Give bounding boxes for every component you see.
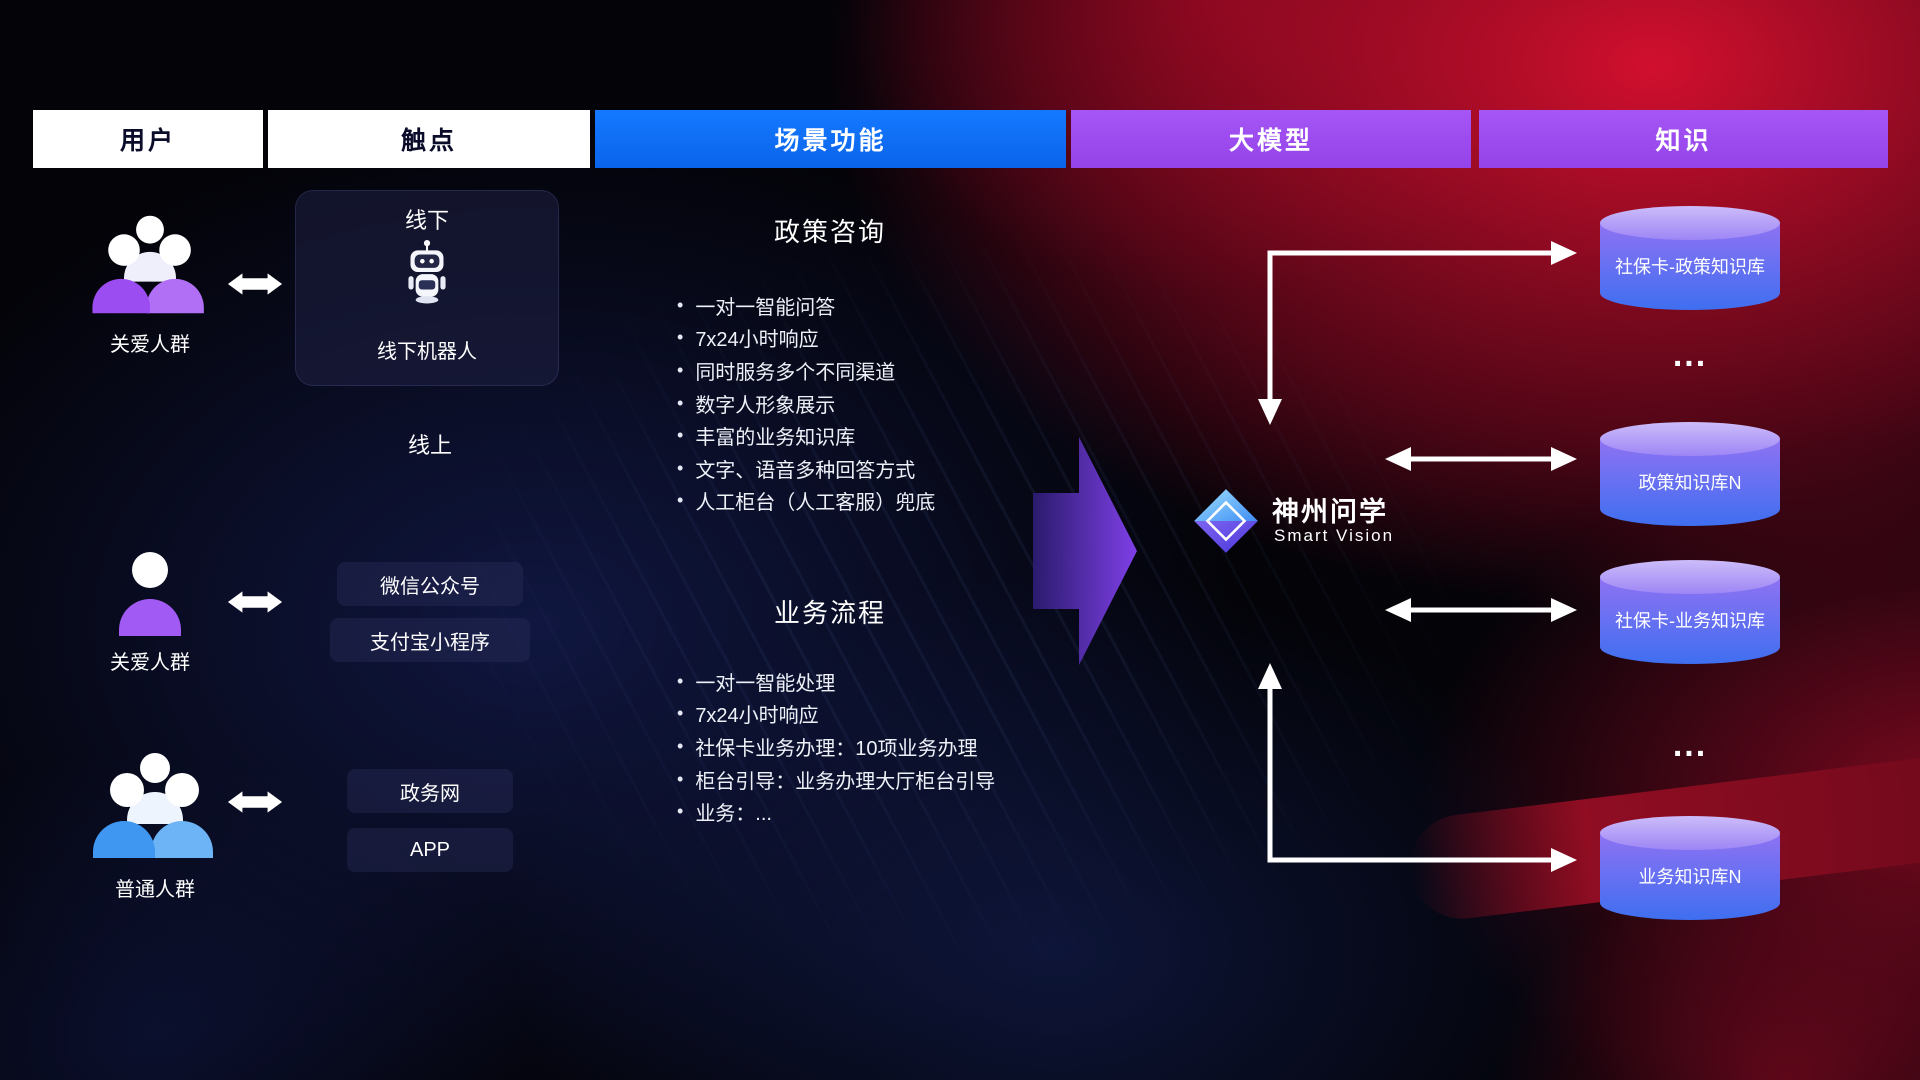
scenario-policy-title: 政策咨询 — [773, 217, 886, 247]
scenario-policy-list: 一对一智能问答 7x24小时响应 同时服务多个不同渠道 数字人形象展示 丰富的业… — [677, 289, 935, 517]
header-knowledge-label: 知识 — [1655, 127, 1712, 155]
knowledge-db-label: 业务知识库N — [1638, 866, 1742, 887]
model-name: 神州问学 — [1272, 497, 1388, 527]
logo-diamond-icon — [1194, 489, 1258, 553]
user-care-group-2: 关爱人群 — [85, 546, 215, 675]
arrow-to-business-db-n — [1258, 663, 1577, 872]
database-cylinder-icon — [1600, 206, 1780, 310]
user-general-group: 普通人群 — [80, 745, 230, 902]
channel-wechat: 微信公众号 — [337, 562, 523, 606]
header-users-label: 用户 — [119, 127, 176, 155]
list-item: 数字人形象展示 — [677, 387, 935, 420]
user-label: 关爱人群 — [110, 652, 190, 674]
user-label: 关爱人群 — [110, 334, 190, 356]
header-users: 用户 — [33, 110, 263, 168]
knowledge-db-business-1: 社保卡-业务知识库 — [1600, 560, 1780, 664]
channel-label: 支付宝小程序 — [370, 631, 490, 654]
list-item: 社保卡业务办理：10项业务办理 — [677, 730, 995, 763]
list-item: 丰富的业务知识库 — [677, 419, 935, 452]
scenario-business-list: 一对一智能处理 7x24小时响应 社保卡业务办理：10项业务办理 柜台引导：业务… — [677, 665, 995, 828]
person-purple-icon — [119, 552, 181, 636]
knowledge-db-business-n: 业务知识库N — [1600, 816, 1780, 920]
channel-label: 政务网 — [400, 782, 460, 805]
channel-app: APP — [347, 828, 513, 872]
list-item: 7x24小时响应 — [677, 322, 935, 355]
database-cylinder-icon — [1600, 560, 1780, 664]
double-arrow-icon — [227, 273, 283, 295]
knowledge-db-label: 政策知识库N — [1638, 472, 1742, 493]
double-arrow-icon — [227, 791, 283, 813]
list-item: 柜台引导：业务办理大厅柜台引导 — [677, 763, 995, 796]
header-model-label: 大模型 — [1228, 127, 1313, 155]
list-item: 一对一智能处理 — [677, 665, 995, 698]
arrow-to-policy-db-1 — [1258, 241, 1577, 425]
channel-alipay: 支付宝小程序 — [330, 618, 530, 662]
header-model: 大模型 — [1071, 110, 1471, 168]
robot-icon-wrap — [296, 239, 558, 305]
knowledge-db-label: 社保卡-业务知识库 — [1615, 610, 1765, 631]
group-users-purple-icon — [92, 215, 204, 314]
channel-gov-web: 政务网 — [347, 769, 513, 813]
list-item: 文字、语音多种回答方式 — [677, 452, 935, 485]
model-subtitle: Smart Vision — [1274, 526, 1395, 545]
group-users-blue-icon — [93, 753, 213, 858]
knowledge-db-policy-1: 社保卡-政策知识库 — [1600, 206, 1780, 310]
list-item: 业务：... — [677, 795, 995, 828]
list-item: 7x24小时响应 — [677, 698, 995, 731]
user-care-group-1: 关爱人群 — [80, 208, 220, 357]
flow-arrow-icon — [1033, 437, 1137, 665]
online-title: 线上 — [407, 433, 452, 458]
scenario-business-title: 业务流程 — [773, 598, 886, 628]
double-arrow-icon — [227, 591, 283, 613]
offline-touchpoint-card: 线下 线下机器人 — [295, 190, 559, 386]
database-cylinder-icon — [1600, 816, 1780, 920]
channel-label: APP — [409, 838, 451, 861]
header-touchpoints-label: 触点 — [400, 127, 457, 155]
offline-title: 线下 — [404, 208, 449, 233]
offline-device-label: 线下机器人 — [377, 341, 477, 363]
header-scenarios: 场景功能 — [595, 110, 1066, 168]
knowledge-ellipsis: ... — [1672, 726, 1708, 764]
header-touchpoints: 触点 — [268, 110, 590, 168]
header-knowledge: 知识 — [1479, 110, 1888, 168]
header-scenarios-label: 场景功能 — [774, 127, 887, 155]
database-cylinder-icon — [1600, 422, 1780, 526]
knowledge-ellipsis: ... — [1672, 336, 1708, 374]
robot-icon — [408, 240, 446, 304]
list-item: 同时服务多个不同渠道 — [677, 354, 935, 387]
user-label: 普通人群 — [115, 879, 195, 901]
channel-label: 微信公众号 — [380, 575, 480, 598]
knowledge-db-label: 社保卡-政策知识库 — [1615, 256, 1765, 277]
knowledge-db-policy-n: 政策知识库N — [1600, 422, 1780, 526]
list-item: 人工柜台（人工客服）兜底 — [677, 485, 935, 518]
list-item: 一对一智能问答 — [677, 289, 935, 322]
